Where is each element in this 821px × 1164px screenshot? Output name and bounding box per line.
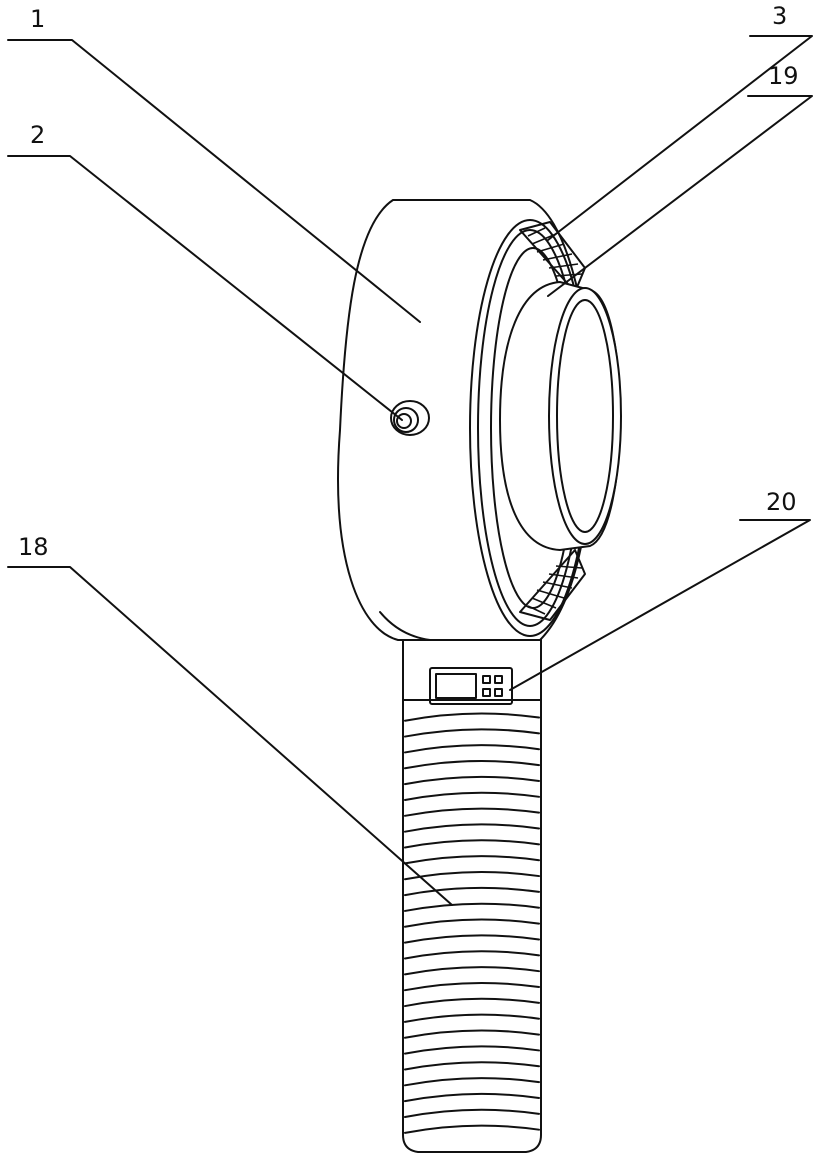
- grease-fitting: [391, 401, 429, 435]
- label-1: 1: [30, 5, 45, 33]
- label-3: 3: [772, 2, 787, 30]
- label-18: 18: [18, 533, 49, 561]
- label-19: 19: [768, 62, 799, 90]
- label-20: 20: [766, 488, 797, 516]
- label-2: 2: [30, 121, 45, 149]
